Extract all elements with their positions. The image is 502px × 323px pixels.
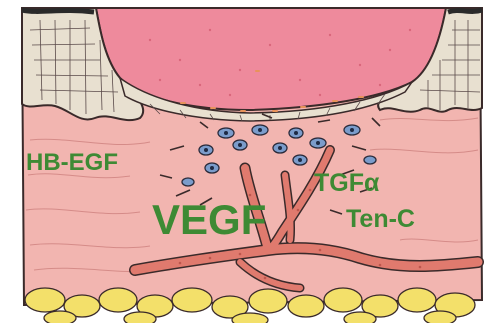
label-hb-egf: HB-EGF (26, 151, 118, 175)
label-tgf-alpha: TGFα (314, 171, 379, 196)
label-vegf: VEGF (152, 199, 266, 241)
keratin-right (448, 10, 482, 12)
label-ten-c: Ten-C (346, 207, 415, 232)
keratin-left (22, 10, 94, 12)
